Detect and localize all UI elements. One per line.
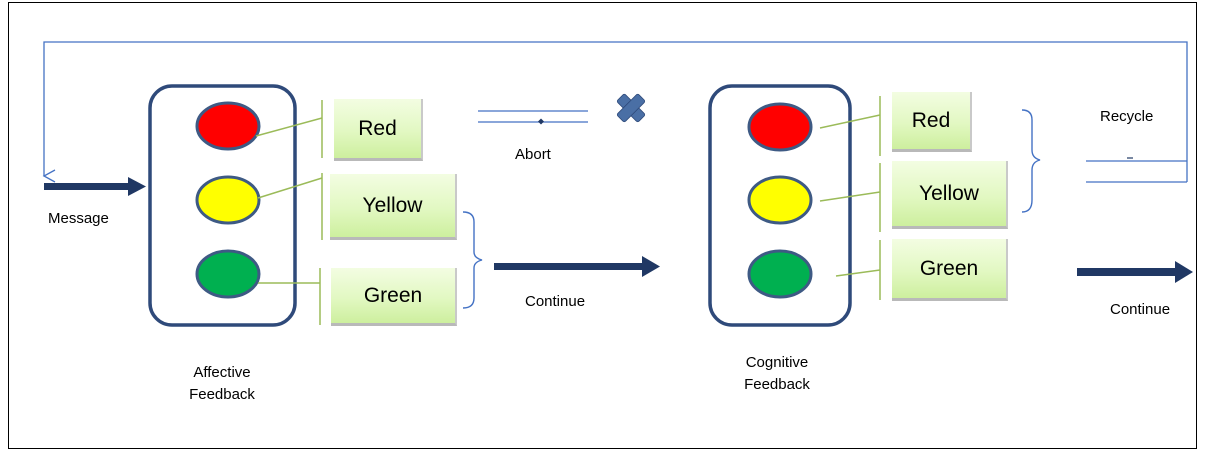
affective-green-label: Green [363, 283, 423, 307]
cognitive-green-label: Green [919, 256, 979, 280]
continue-label-1: Continue [525, 293, 586, 310]
recycle-line [1086, 157, 1187, 183]
affective-yellow-box: Yellow [330, 174, 457, 240]
affective-green-box: Green [331, 268, 457, 326]
cognitive-feedback-title: Cognitive Feedback [727, 352, 827, 396]
affective-yellow-light [195, 175, 261, 225]
cognitive-title-line1: Cognitive [745, 354, 809, 371]
cognitive-green-light [747, 249, 813, 299]
cognitive-green-box: Green [892, 239, 1008, 301]
cognitive-yellow-label: Yellow [919, 181, 979, 205]
cognitive-red-light [747, 102, 813, 152]
abort-label: Abort [515, 146, 551, 163]
affective-connectors [255, 100, 323, 325]
message-label: Message [48, 210, 109, 227]
affective-bracket [462, 211, 483, 309]
affective-red-light [195, 101, 261, 151]
affective-red-box: Red [334, 99, 423, 161]
continue-arrow-2 [1077, 261, 1193, 283]
cognitive-yellow-light [747, 175, 813, 225]
abort-x-icon [616, 93, 646, 123]
affective-title-line1: Affective [193, 364, 251, 381]
affective-feedback-title: Affective Feedback [172, 362, 272, 406]
cognitive-connectors [819, 96, 881, 300]
recycle-loop-line [42, 41, 1188, 183]
continue-arrow-1 [494, 256, 660, 277]
cognitive-yellow-box: Yellow [892, 161, 1008, 229]
affective-yellow-label: Yellow [362, 193, 423, 217]
cognitive-title-line2: Feedback [744, 376, 810, 393]
cognitive-red-box: Red [892, 92, 972, 152]
continue-label-2: Continue [1110, 301, 1171, 318]
affective-title-line2: Feedback [189, 386, 255, 403]
cognitive-bracket [1021, 109, 1041, 213]
cognitive-red-label: Red [911, 108, 951, 132]
abort-line [478, 110, 588, 125]
message-arrow [44, 177, 146, 196]
affective-red-label: Red [358, 116, 397, 140]
diagram-border [8, 2, 1197, 449]
affective-green-light [195, 249, 261, 299]
recycle-label: Recycle [1100, 108, 1154, 125]
